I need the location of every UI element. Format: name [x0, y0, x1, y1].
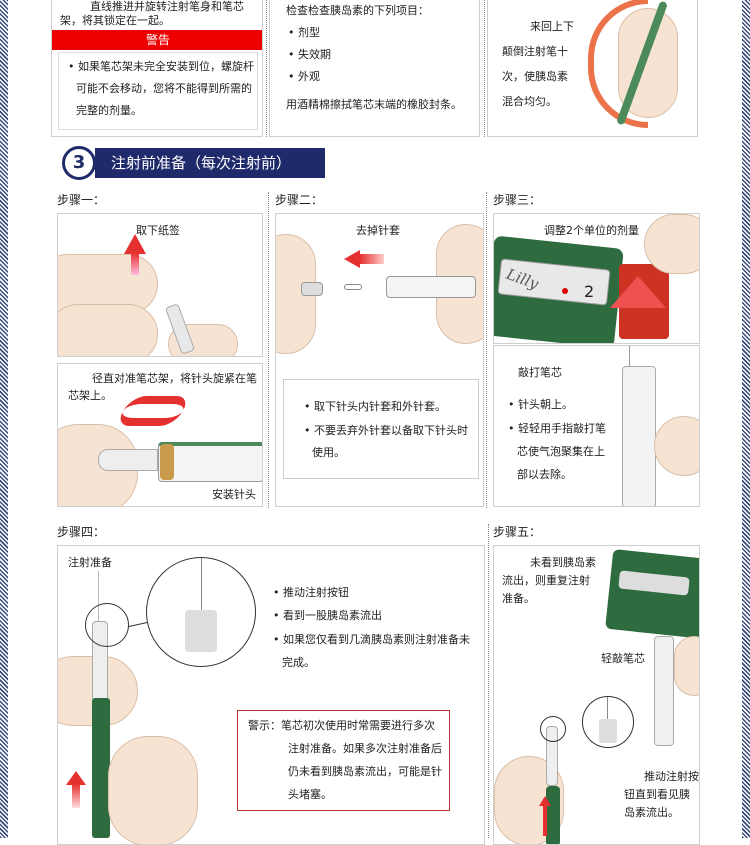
step4-panel: 注射准备 • 推动注射按钮 • 看到一股胰岛素流出 • 如果您仅看到几滴胰岛素则… — [57, 545, 485, 845]
dial-number: 2 — [584, 282, 595, 301]
check-intro: 检查检查胰岛素的下列项目： — [286, 4, 429, 17]
step1-label: 步骤一： — [57, 193, 106, 207]
remove-cap-caption: 去掉针套 — [356, 224, 400, 237]
check-item: • 剂型 — [288, 26, 320, 39]
push-button-caption: 推动注射按钮直到看见胰岛素流出。 — [624, 770, 699, 819]
step2-label: 步骤二： — [275, 193, 324, 207]
prime-bullet: • 如果您仅看到几滴胰岛素则注射准备未完成。 — [273, 633, 470, 669]
note-bullet: • 不要丢弃外针套以备取下针头时使用。 — [304, 424, 468, 459]
left-arrow-icon — [344, 250, 360, 268]
tap-title: 敲打笔芯 — [518, 366, 562, 379]
step4-label: 步骤四： — [57, 525, 106, 539]
tap-cartridge-caption: 轻敲笔芯 — [601, 652, 645, 665]
warning-title: 警告 — [52, 30, 262, 50]
repeat-caption: 未看到胰岛素流出，则重复注射准备。 — [502, 556, 596, 605]
section-title: 注射前准备（每次注射前） — [95, 148, 325, 178]
tap-bullet: • 轻轻用手指敲打笔芯使气泡聚集在上部以去除。 — [508, 422, 606, 481]
mix-text: 来回上下颠倒注射笔十次，使胰岛素混合均匀。 — [502, 20, 574, 108]
panel-mix-insulin: 来回上下颠倒注射笔十次，使胰岛素混合均匀。 — [487, 0, 698, 137]
up-arrow-icon — [124, 234, 146, 254]
step2-panel: 去掉针套 • 取下针头内针套和外针套。 • 不要丢弃外针套以备取下针头时使用。 — [275, 213, 484, 507]
panel-check-insulin: 检查检查胰岛素的下列项目： • 剂型 • 失效期 • 外观 用酒精棉擦拭笔芯末端… — [269, 0, 480, 137]
check-item: • 外观 — [288, 70, 320, 83]
magnified-needle — [146, 557, 256, 667]
step1-attach-needle-panel: 径直对准笔芯架，将针头旋紧在笔芯架上。 安装针头 — [57, 363, 263, 507]
check-item: • 失效期 — [288, 48, 331, 61]
step3-dial-panel: 调整2个单位的剂量 Lilly 2 — [493, 213, 700, 344]
step5-label: 步骤五： — [493, 525, 542, 539]
note-bullet: • 取下针头内针套和外针套。 — [304, 400, 446, 413]
panel-lock-cartridge: 直线推进并旋转注射笔身和笔芯架，将其锁定在一起。 警告 • 如果笔芯架未完全安装… — [51, 0, 263, 137]
attach-needle-label: 安装针头 — [212, 488, 256, 501]
prime-warning-box: 警示：笔芯初次使用时常需要进行多次注射准备。如果多次注射准备后仍未看到胰岛素流出… — [237, 710, 450, 811]
right-border — [742, 0, 750, 838]
step3-tap-panel: 敲打笔芯 • 针头朝上。 • 轻轻用手指敲打笔芯使气泡聚集在上部以去除。 — [493, 345, 700, 507]
prime-bullet: • 推动注射按钮 — [273, 586, 349, 599]
remove-tab-caption: 取下纸签 — [136, 224, 180, 237]
up-arrow-icon — [539, 796, 551, 806]
step5-panel: 未看到胰岛素流出，则重复注射准备。 轻敲笔芯 推动注射按钮直到看见胰岛素流出。 — [493, 545, 700, 845]
tap-bullet: • 针头朝上。 — [508, 398, 573, 411]
prime-bullet: • 看到一股胰岛素流出 — [273, 609, 382, 622]
step1-remove-tab-panel: 取下纸签 — [57, 213, 263, 357]
step3-label: 步骤三： — [493, 193, 542, 207]
remove-cap-notes: • 取下针头内针套和外针套。 • 不要丢弃外针套以备取下针头时使用。 — [283, 379, 479, 479]
check-footer: 用酒精棉擦拭笔芯末端的橡胶封条。 — [286, 98, 462, 111]
attach-caption: 径直对准笔芯架，将针头旋紧在笔芯架上。 — [68, 372, 257, 402]
lock-text: 直线推进并旋转注射笔身和笔芯架，将其锁定在一起。 — [60, 0, 244, 27]
left-border — [0, 0, 8, 838]
prime-warning-text: 警示：笔芯初次使用时常需要进行多次注射准备。如果多次注射准备后仍未看到胰岛素流出… — [248, 719, 442, 801]
section-number: 3 — [62, 146, 96, 180]
dial-caption: 调整2个单位的剂量 — [544, 224, 639, 237]
prime-caption: 注射准备 — [68, 556, 112, 569]
up-arrow-icon — [610, 276, 666, 308]
up-arrow-icon — [66, 771, 86, 785]
warning-text: • 如果笔芯架未完全安装到位，螺旋杆可能不会移动，您将不能得到所需的完整的剂量。 — [68, 60, 254, 117]
